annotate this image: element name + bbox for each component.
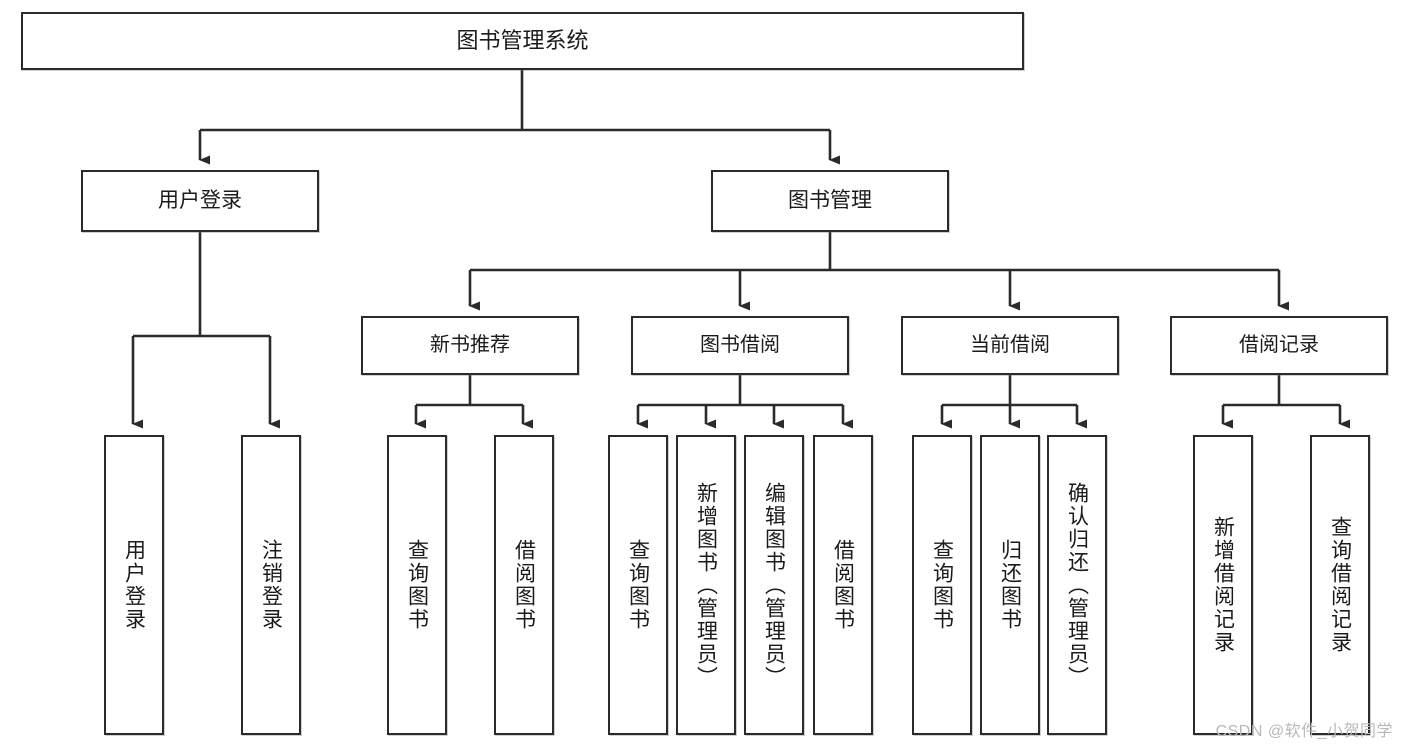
node-label: 查询图书 bbox=[930, 539, 954, 631]
leaf-borrow-record-query-record[interactable]: 查询借阅记录 bbox=[1310, 435, 1370, 735]
node-label: 注销登录 bbox=[259, 539, 283, 631]
node-label: 归还图书 bbox=[998, 539, 1022, 631]
node-label: 查询图书 bbox=[626, 539, 650, 631]
leaf-current-borrow-confirm-return-admin[interactable]: 确认归还（管理员） bbox=[1047, 435, 1107, 735]
node-label: 图书管理系统 bbox=[456, 28, 589, 54]
leaf-book-borrow-query-book[interactable]: 查询图书 bbox=[608, 435, 668, 735]
node-label: 新书推荐 bbox=[430, 334, 510, 356]
csdn-watermark: CSDN @软件_小贺同学 bbox=[1215, 723, 1393, 740]
node-label: 图书管理 bbox=[788, 188, 872, 212]
leaf-new-book-query-book[interactable]: 查询图书 bbox=[387, 435, 447, 735]
node-label: 用户登录 bbox=[158, 188, 242, 212]
node-user-login[interactable]: 用户登录 bbox=[81, 170, 319, 232]
leaf-borrow-record-add-record[interactable]: 新增借阅记录 bbox=[1193, 435, 1253, 735]
node-current-borrow[interactable]: 当前借阅 bbox=[901, 316, 1119, 375]
node-root-book-management-system[interactable]: 图书管理系统 bbox=[21, 12, 1024, 70]
node-label: 查询借阅记录 bbox=[1328, 516, 1352, 654]
node-label: 编辑图书（管理员） bbox=[762, 481, 786, 689]
node-label: 当前借阅 bbox=[970, 334, 1050, 356]
node-label: 新增借阅记录 bbox=[1211, 516, 1235, 654]
leaf-current-borrow-query-book[interactable]: 查询图书 bbox=[912, 435, 972, 735]
node-label: 借阅图书 bbox=[512, 539, 536, 631]
node-book-management[interactable]: 图书管理 bbox=[711, 170, 949, 232]
leaf-user-login-logout[interactable]: 注销登录 bbox=[241, 435, 301, 735]
leaf-user-login-login[interactable]: 用户登录 bbox=[104, 435, 164, 735]
node-label: 用户登录 bbox=[122, 539, 146, 631]
node-label: 查询图书 bbox=[405, 539, 429, 631]
leaf-book-borrow-add-book-admin[interactable]: 新增图书（管理员） bbox=[676, 435, 736, 735]
leaf-book-borrow-edit-book-admin[interactable]: 编辑图书（管理员） bbox=[744, 435, 804, 735]
node-label: 借阅图书 bbox=[831, 539, 855, 631]
node-borrow-record[interactable]: 借阅记录 bbox=[1170, 316, 1388, 375]
node-label: 新增图书（管理员） bbox=[694, 481, 718, 689]
node-book-borrow[interactable]: 图书借阅 bbox=[631, 316, 849, 375]
leaf-current-borrow-return-book[interactable]: 归还图书 bbox=[980, 435, 1040, 735]
node-label: 图书借阅 bbox=[700, 334, 780, 356]
leaf-book-borrow-borrow-book[interactable]: 借阅图书 bbox=[813, 435, 873, 735]
node-label: 借阅记录 bbox=[1239, 334, 1319, 356]
node-new-book-recommend[interactable]: 新书推荐 bbox=[361, 316, 579, 375]
leaf-new-book-borrow-book[interactable]: 借阅图书 bbox=[494, 435, 554, 735]
node-label: 确认归还（管理员） bbox=[1065, 481, 1089, 689]
